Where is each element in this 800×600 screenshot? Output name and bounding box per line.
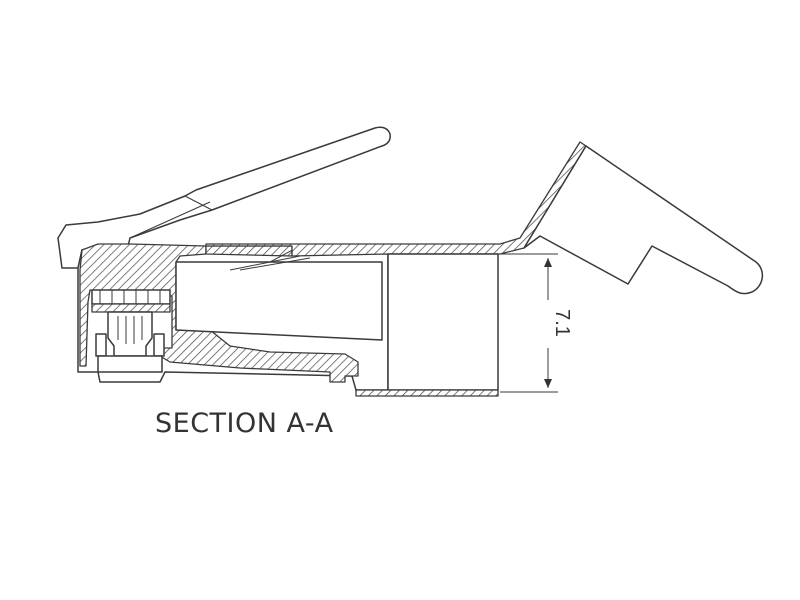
section-title: SECTION A-A bbox=[155, 408, 334, 439]
cable-channel bbox=[175, 245, 383, 341]
rear-sleeve bbox=[355, 253, 499, 397]
shield-strip bbox=[205, 141, 587, 257]
contact-detail bbox=[91, 289, 171, 373]
latch-lever bbox=[57, 126, 391, 269]
dimension-value: 7.1 bbox=[551, 309, 573, 337]
strain-relief-boot bbox=[523, 145, 764, 295]
height-dimension: 7.1 bbox=[500, 253, 573, 393]
